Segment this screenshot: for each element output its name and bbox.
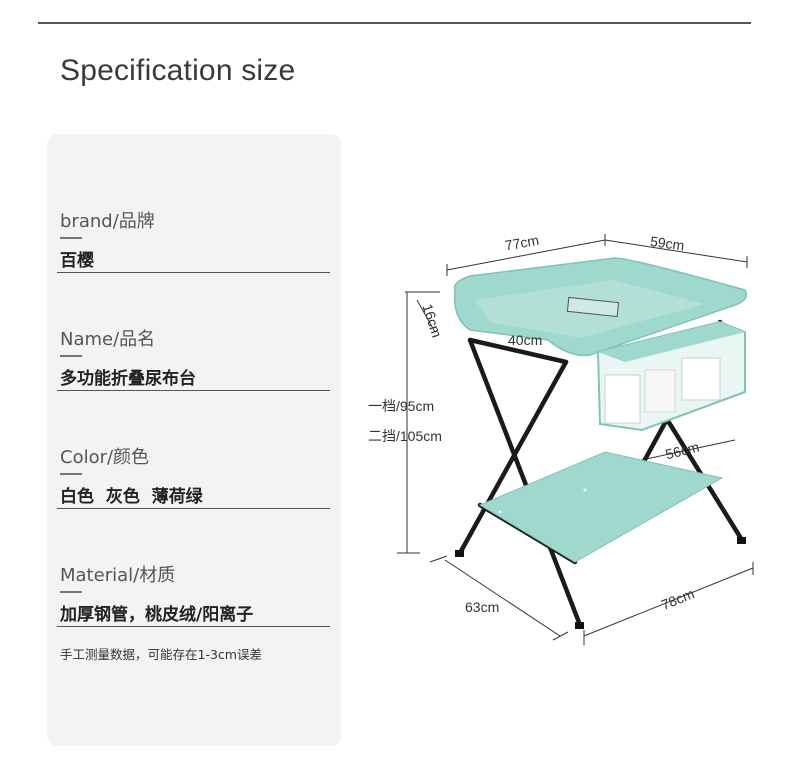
basket-rim — [598, 322, 745, 362]
dim-base-depth: 63cm — [465, 599, 499, 615]
dim-basket-width: 56cm — [664, 439, 701, 463]
spec-value-name: 多功能折叠尿布台 — [60, 369, 196, 389]
spec-divider — [57, 390, 330, 391]
dim-base-length: 78cm — [659, 585, 697, 613]
spec-divider — [57, 626, 330, 627]
dim-rail-height: 16cm — [419, 302, 445, 340]
bottom-shelf — [478, 451, 724, 563]
spec-divider — [57, 508, 330, 509]
spec-label-color: Color/颜色 — [60, 443, 149, 475]
measurement-note: 手工测量数据，可能存在1-3cm误差 — [60, 647, 262, 662]
spec-panel — [47, 134, 341, 746]
spec-label-material: Material/材质 — [60, 561, 175, 593]
dim-height-high: 二挡/105cm — [368, 428, 442, 444]
dim-inner-width: 40cm — [508, 332, 542, 348]
top-divider — [38, 22, 751, 24]
spec-label-brand: brand/品牌 — [60, 207, 155, 239]
buckle-strap — [566, 296, 620, 318]
spec-value-color: 白色 灰色 薄荷绿 — [60, 487, 203, 507]
dim-top-width: 59cm — [649, 233, 685, 254]
wipes-pack — [644, 369, 676, 413]
dimension-lines — [397, 234, 754, 645]
spec-divider — [57, 272, 330, 273]
spec-label-name: Name/品名 — [60, 325, 155, 357]
page-title: Specification size — [60, 54, 296, 87]
changing-table-illustration: 77cm 59cm 16cm 40cm 一档/95cm 二挡/105cm 56c… — [368, 232, 754, 645]
dim-height-low: 一档/95cm — [368, 398, 434, 414]
spec-value-material: 加厚钢管，桃皮绒/阳离子 — [60, 605, 254, 625]
supplies-pack — [681, 357, 721, 401]
diaper-pack — [604, 374, 641, 424]
feet — [455, 537, 746, 629]
dim-top-length: 77cm — [504, 232, 540, 254]
spec-value-brand: 百樱 — [60, 251, 94, 271]
